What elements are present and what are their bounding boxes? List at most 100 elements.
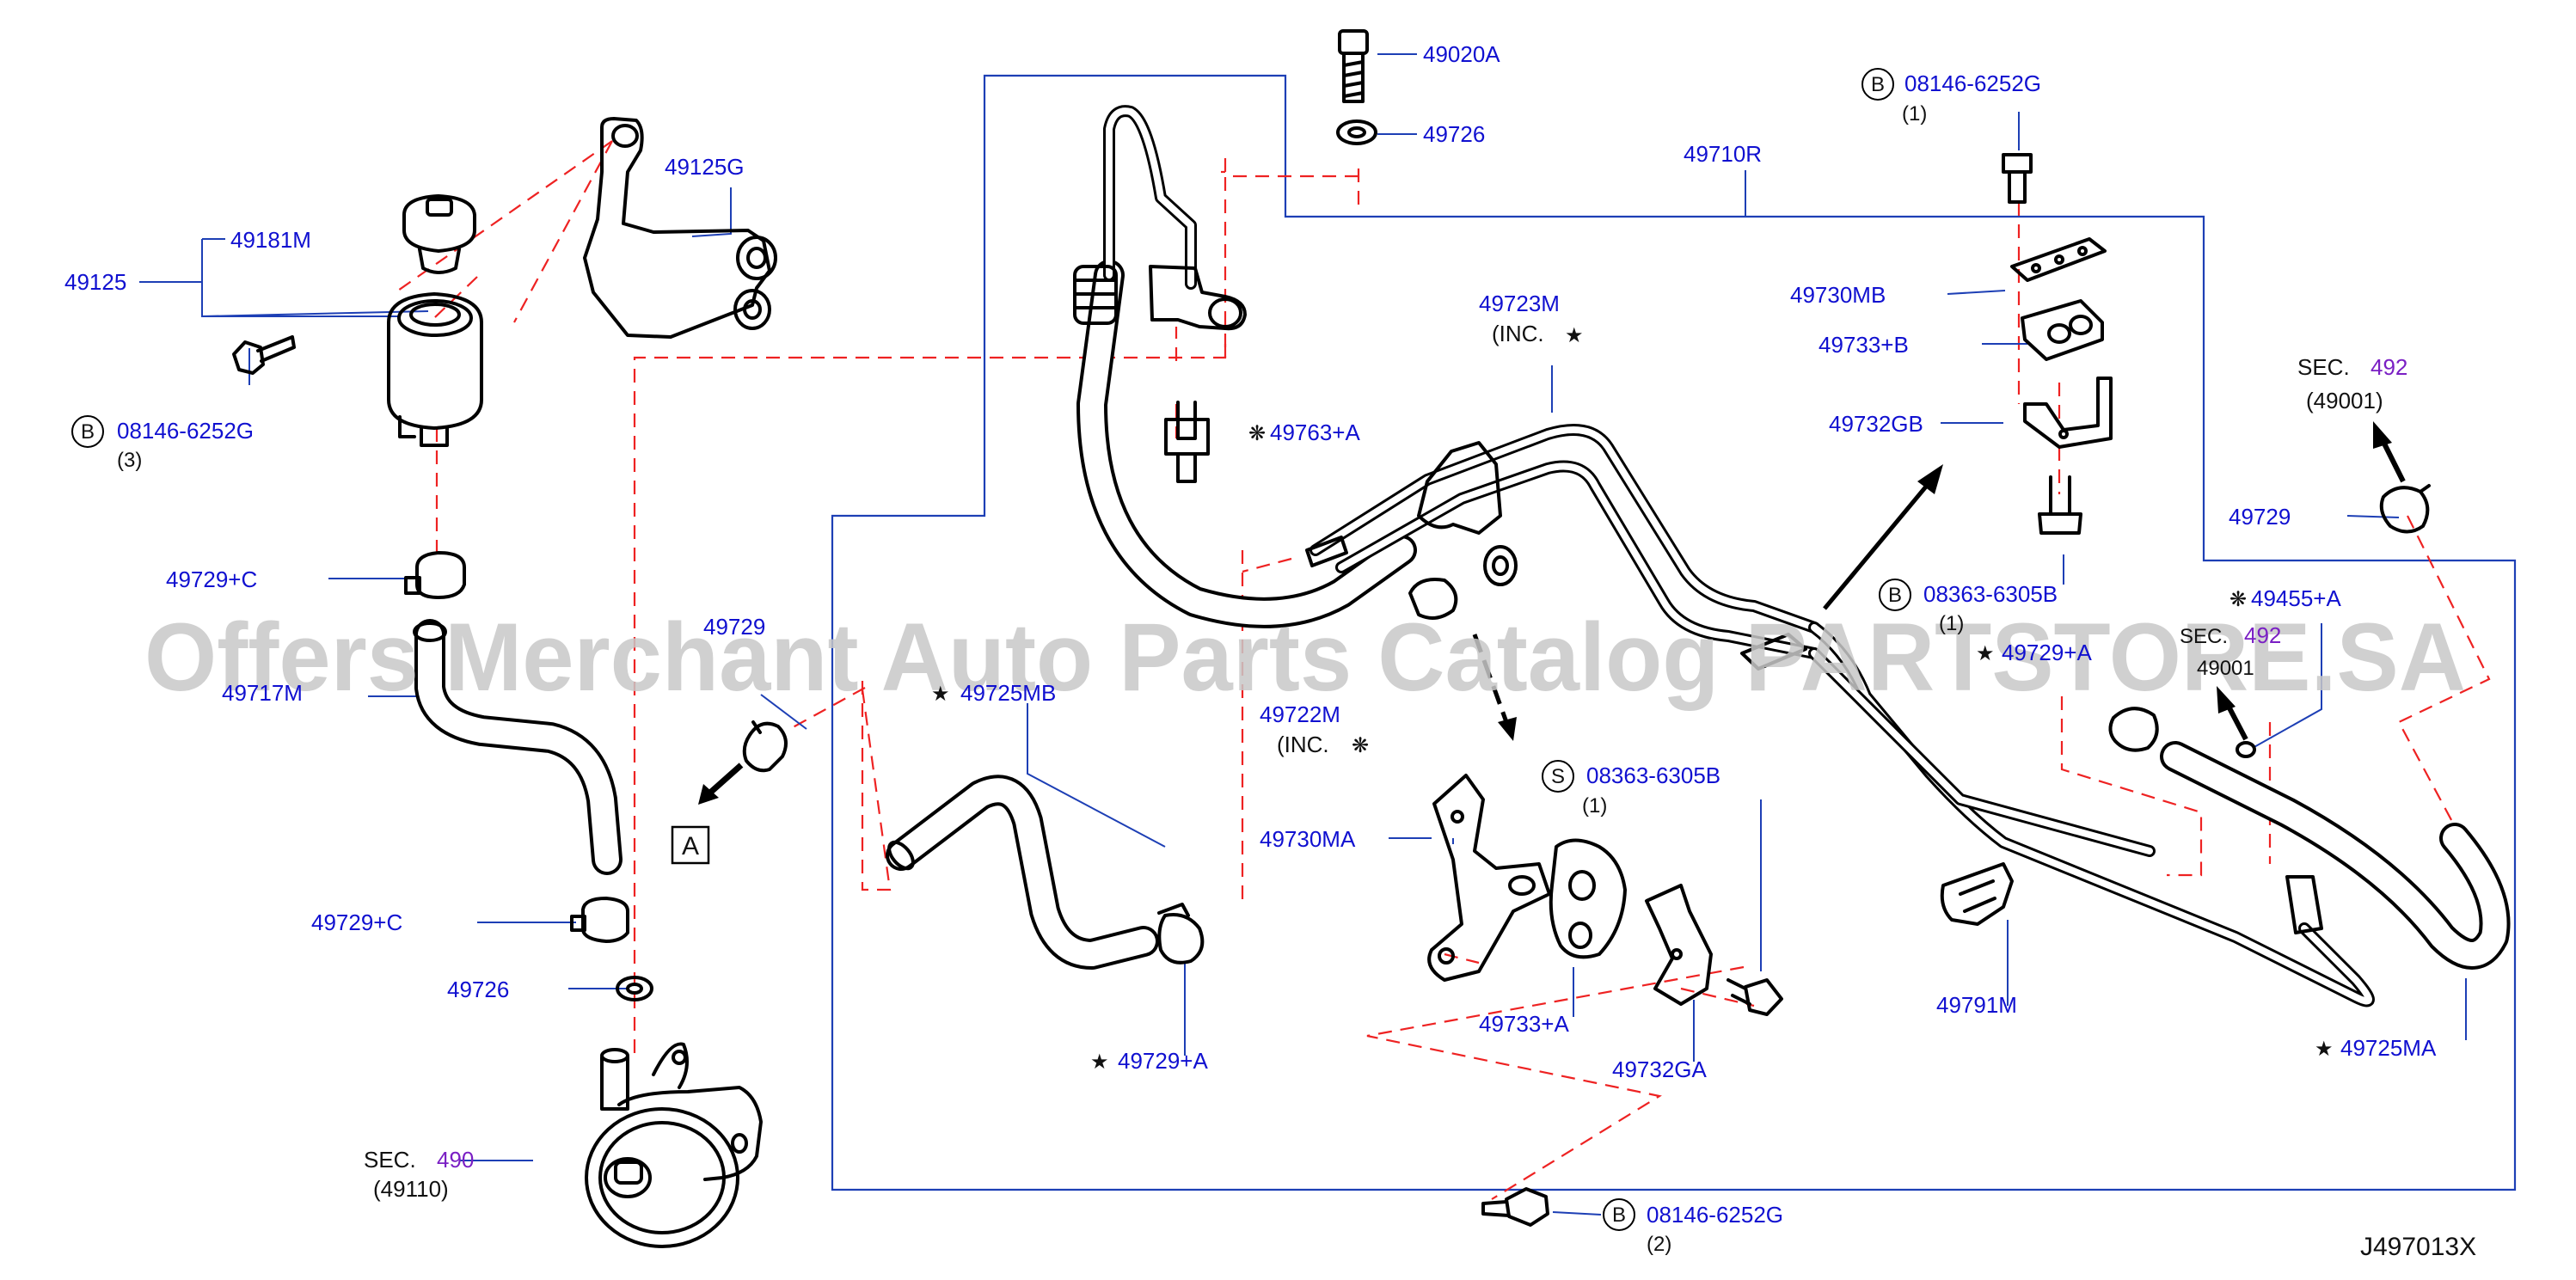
- clamp-49729C-bot: [570, 897, 629, 943]
- bracket-49125G: [583, 117, 777, 339]
- label-49729C-top: 49729+C: [166, 567, 257, 592]
- label-49717M: 49717M: [222, 680, 303, 706]
- watermark: Offers Merchant Auto Parts Catalog PARTS…: [144, 603, 2466, 711]
- label-bolt-mid: 08363-6305B: [1923, 581, 2058, 607]
- reservoir-49125: [387, 292, 483, 447]
- washer-49726-bot: [616, 976, 653, 1001]
- label-49125: 49125: [64, 269, 126, 295]
- tube-49722M-end: [1305, 536, 1348, 567]
- pump-490: [585, 1042, 763, 1248]
- qty-bolt-mid: (1): [1939, 612, 1964, 635]
- label-49725MA: 49725MA: [2340, 1035, 2437, 1061]
- clamp-49729A-bot: [1157, 903, 1205, 965]
- label-sec490-num: 490: [437, 1147, 474, 1173]
- symbol-49722M: ❋: [1352, 734, 1369, 757]
- qty-bolt-bot: (2): [1647, 1233, 1671, 1256]
- star-49725MB: ★: [931, 683, 950, 706]
- label-bolt-top: 08146-6252G: [1904, 70, 2041, 96]
- label-49125G: 49125G: [665, 154, 745, 180]
- bracket-49732GA: [1645, 884, 1713, 1006]
- qty-bolt-s: (1): [1582, 794, 1607, 818]
- clamp-49729-right: [2379, 484, 2431, 534]
- label-49723M: 49723M: [1479, 291, 1560, 316]
- label-49020A: 49020A: [1423, 41, 1500, 67]
- label-49732GB: 49732GB: [1829, 411, 1923, 437]
- hose-49725MB: [886, 775, 1159, 970]
- oring-49455A: [2236, 741, 2256, 758]
- clamp-49729A-right: [2108, 707, 2159, 752]
- washer-49726-top: [1336, 119, 1377, 145]
- star-49729A-right: ★: [1976, 642, 1995, 665]
- label-49729-right: 49729: [2229, 504, 2291, 530]
- label-49726-top: 49726: [1423, 121, 1485, 147]
- circle-letter-mid: B: [1888, 584, 1902, 607]
- star-49725MA: ★: [2315, 1038, 2334, 1061]
- label-sec492b-num: 492: [2244, 622, 2281, 648]
- label-49722M-inc: (INC.: [1277, 732, 1329, 757]
- circle-letter-bot: B: [1612, 1203, 1626, 1227]
- clamp-49729-left: [742, 720, 788, 773]
- label-49181M: 49181M: [230, 227, 311, 253]
- bolt-bot-08146: [1481, 1187, 1549, 1227]
- bracket-49730MA: [1427, 774, 1551, 982]
- label-49729A-right: 49729+A: [2002, 640, 2092, 665]
- label-49732GA: 49732GA: [1612, 1056, 1708, 1082]
- label-49722M: 49722M: [1260, 701, 1340, 727]
- bolt-mid-08363: [2038, 475, 2082, 535]
- label-sec492-sub: (49001): [2306, 388, 2383, 413]
- bracket-49730MB: [2010, 237, 2107, 282]
- label-49763A: 49763+A: [1270, 420, 1360, 445]
- label-49725MB: 49725MB: [960, 680, 1056, 706]
- label-sec490-prefix: SEC.: [364, 1147, 416, 1173]
- qty-bolt-left: (3): [117, 449, 142, 472]
- label-49730MB: 49730MB: [1790, 282, 1886, 308]
- marker-box: [671, 825, 710, 865]
- symbol-49455A: ❋: [2229, 588, 2247, 611]
- diagram-code: J497013X: [2360, 1233, 2476, 1261]
- bolt-top-08146: [2002, 153, 2033, 204]
- tube-assembly-49723M: [1309, 424, 2375, 1007]
- label-49729C-bot: 49729+C: [311, 909, 402, 935]
- label-sec492-num: 492: [2371, 354, 2407, 380]
- label-sec492b-sub: 49001: [2197, 657, 2254, 680]
- label-49730MA: 49730MA: [1260, 826, 1356, 852]
- label-49729-mid: 49729: [703, 614, 765, 640]
- label-49710R: 49710R: [1684, 141, 1762, 167]
- arrow-to-sec492: [2379, 437, 2406, 483]
- clip-49791M: [1940, 862, 2014, 926]
- assembly-boundary: [831, 74, 2517, 1191]
- label-bolt-left: 08146-6252G: [117, 418, 254, 444]
- label-49723M-inc: (INC.: [1492, 321, 1544, 346]
- labels: 49020A 49726 49710R B 08146-6252G (1) 49…: [64, 41, 2476, 1261]
- arrow-to-A: [708, 762, 744, 795]
- label-sec492b-prefix: SEC.: [2180, 625, 2228, 648]
- label-49455A: 49455+A: [2251, 585, 2341, 611]
- bolt-s-08363: [1727, 978, 1783, 1016]
- marker-box-letter: A: [682, 832, 699, 860]
- hose-49717M: [413, 619, 623, 875]
- star-49723M: ★: [1565, 324, 1584, 347]
- label-49733B: 49733+B: [1819, 332, 1909, 358]
- bolt-left-08146: [232, 335, 296, 375]
- alignment-lines: [395, 140, 2491, 1200]
- bracket-49732GB: [2023, 377, 2113, 449]
- circle-letter-s: S: [1551, 765, 1565, 788]
- leader-lines: [139, 53, 2467, 1216]
- label-49791M: 49791M: [1936, 992, 2017, 1018]
- hose-49725MA: [2160, 741, 2511, 970]
- circle-markers: [71, 68, 1911, 1231]
- circle-letter-left: B: [81, 420, 95, 444]
- label-49726-bot: 49726: [447, 977, 509, 1002]
- arrow-upper-right: [1823, 480, 1932, 610]
- label-sec492-prefix: SEC.: [2297, 354, 2350, 380]
- pressure-hose-assembly: [1073, 105, 1417, 628]
- label-49729A-bot: 49729+A: [1118, 1048, 1208, 1074]
- reservoir-cap-49181M: [402, 194, 476, 274]
- symbol-49763A: ❋: [1248, 422, 1266, 445]
- grommet-49733B: [2021, 299, 2104, 361]
- bolt-49020A: [1338, 29, 1369, 103]
- star-49729A-bot: ★: [1090, 1050, 1109, 1074]
- label-49733A: 49733+A: [1479, 1011, 1569, 1037]
